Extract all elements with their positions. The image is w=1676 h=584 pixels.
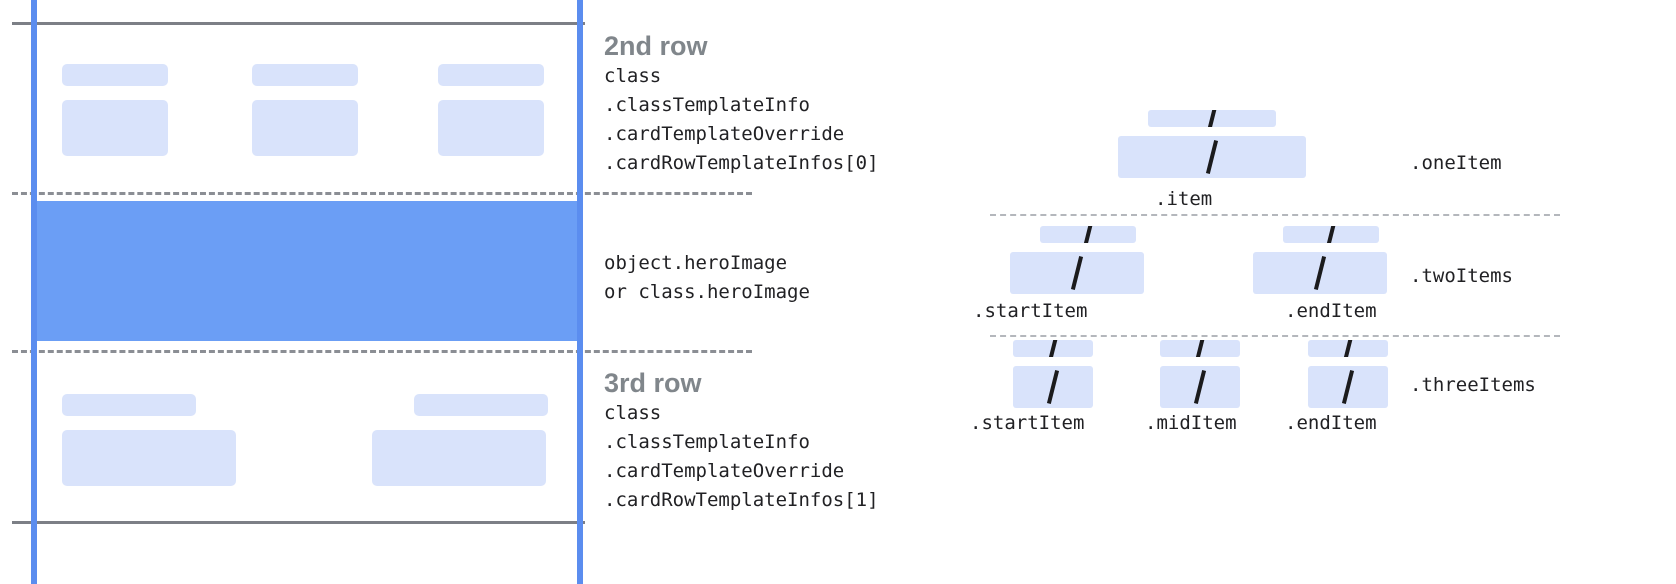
row3-cell2-title-placeholder [414,394,548,416]
two-items-end-value-bar [1253,252,1387,294]
slash-icon [1343,340,1353,357]
template-item-diagram: .item .oneItem .startItem .endItem .twoI… [960,0,1676,584]
three-items-end-caption: .endItem [1285,412,1377,434]
three-items-start-label-bar [1013,340,1093,357]
two-items-start-caption: .startItem [973,300,1088,322]
slash-icon [1341,370,1355,404]
row-divider-lower [12,350,752,353]
three-items-start-caption: .startItem [970,412,1085,434]
annotation-hero-image-code: object.heroImage or class.heroImage [604,252,810,303]
three-items-group-label: .threeItems [1410,374,1536,396]
card-layout-diagram [0,0,752,584]
row2-cell1-title-placeholder [62,64,168,86]
slash-icon [1313,256,1327,290]
hero-image-block [34,201,580,341]
row2-cell1-body-placeholder [62,100,168,156]
three-items-mid-value-bar [1160,366,1240,408]
annotation-third-row-code: class .classTemplateInfo .cardTemplateOv… [604,402,879,511]
card-bottom-rule [12,521,585,524]
card-top-rule [12,22,585,25]
one-item-label-bar [1148,110,1276,127]
annotation-second-row: 2nd row class .classTemplateInfo .cardTe… [604,31,879,178]
three-items-start-value-bar [1013,366,1093,408]
slash-icon [1195,340,1205,357]
row2-cell3-body-placeholder [438,100,544,156]
one-item-value-bar [1118,136,1306,178]
two-items-start-label-bar [1040,226,1136,243]
slash-icon [1046,370,1060,404]
row2-cell2-body-placeholder [252,100,358,156]
annotation-second-row-code: class .classTemplateInfo .cardTemplateOv… [604,65,879,174]
two-items-start-value-bar [1010,252,1144,294]
one-item-group-label: .oneItem [1410,152,1502,174]
annotation-second-row-title: 2nd row [604,31,708,61]
slash-icon [1193,370,1207,404]
annotation-third-row-title: 3rd row [604,368,702,398]
annotation-third-row: 3rd row class .classTemplateInfo .cardTe… [604,368,879,515]
three-items-mid-label-bar [1160,340,1240,357]
row3-cell2-body-placeholder [372,430,546,486]
one-item-caption: .item [1155,188,1213,210]
two-items-end-caption: .endItem [1285,300,1377,322]
two-items-group-label: .twoItems [1410,265,1513,287]
slash-icon [1048,340,1058,357]
row-divider-upper [12,192,752,195]
group-divider-two-three [990,335,1560,337]
slash-icon [1326,226,1336,243]
row2-cell2-title-placeholder [252,64,358,86]
slash-icon [1207,110,1217,127]
card-right-guide [577,0,583,584]
card-left-guide [31,0,37,584]
three-items-mid-caption: .midItem [1145,412,1237,434]
slash-icon [1083,226,1093,243]
three-items-end-value-bar [1308,366,1388,408]
group-divider-one-two [990,214,1560,216]
slash-icon [1205,140,1219,174]
three-items-end-label-bar [1308,340,1388,357]
two-items-end-label-bar [1283,226,1379,243]
row2-cell3-title-placeholder [438,64,544,86]
row3-cell1-title-placeholder [62,394,196,416]
slash-icon [1070,256,1084,290]
row3-cell1-body-placeholder [62,430,236,486]
annotation-hero-image: object.heroImage or class.heroImage [604,249,810,307]
